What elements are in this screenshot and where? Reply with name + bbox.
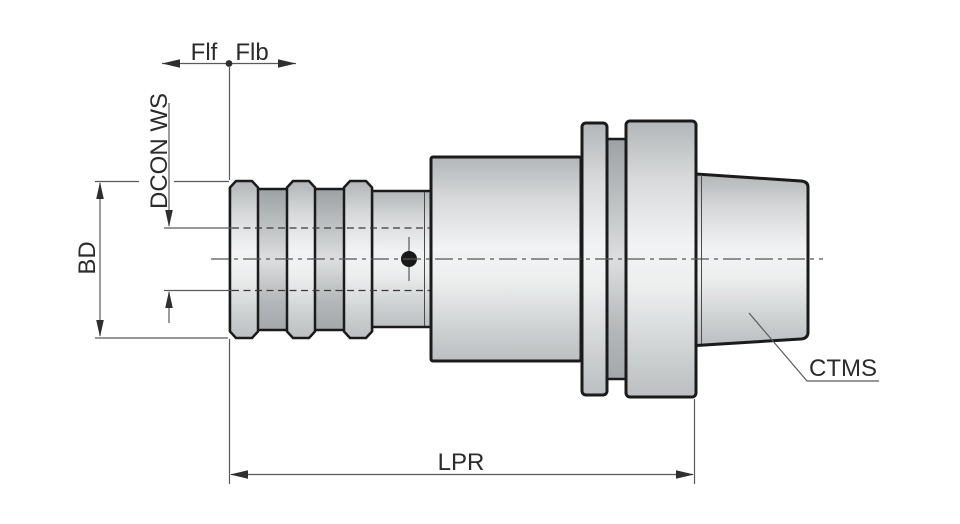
taper-cone <box>694 172 810 348</box>
lpr-arrow-left <box>230 470 248 479</box>
dimension-arrowheads <box>96 59 694 479</box>
label-bd: BD <box>74 241 101 274</box>
bd-arrow-bottom <box>96 320 104 337</box>
flange-datum-dot <box>225 60 233 67</box>
dcon-arrow-bottom <box>165 291 173 308</box>
dcon-arrow-top <box>165 210 173 227</box>
lpr-arrow-right <box>676 470 694 479</box>
bd-arrow-top <box>96 182 104 199</box>
label-flb: Flb <box>235 39 268 66</box>
label-flf: Flf <box>191 39 218 66</box>
label-lpr: LPR <box>438 449 485 476</box>
dimension-labels: Flf Flb DCON WS BD LPR CTMS <box>74 39 877 476</box>
label-dcon-ws: DCON WS <box>146 93 173 209</box>
flb-arrow-right <box>278 59 296 68</box>
flf-arrow-left <box>162 59 180 68</box>
ctms-leader-line <box>748 312 879 382</box>
shank-rib-3 <box>342 179 374 340</box>
label-ctms: CTMS <box>809 355 877 382</box>
